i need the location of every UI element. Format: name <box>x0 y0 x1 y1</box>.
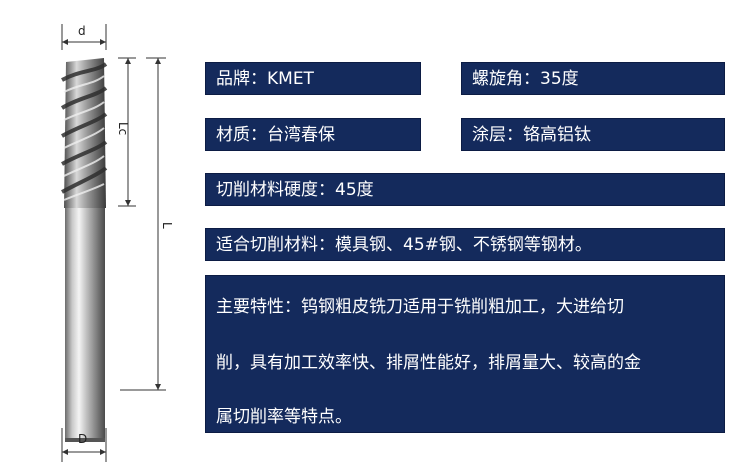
dim-d-label: d <box>78 24 86 38</box>
brand-panel: 品牌：KMET <box>205 62 421 95</box>
suitable-materials-panel: 适合切削材料：模具钢、45#钢、不锈钢等钢材。 <box>205 228 725 261</box>
end-mill-diagram: d D Lc L <box>0 0 200 470</box>
cutting-hardness-panel: 切削材料硬度：45度 <box>205 173 725 206</box>
cutting-hardness-text: 切削材料硬度：45度 <box>216 180 374 200</box>
helix-angle-text: 螺旋角：35度 <box>472 69 579 89</box>
coating-text: 涂层：铬高铝钛 <box>472 125 591 145</box>
coating-panel: 涂层：铬高铝钛 <box>461 118 725 151</box>
features-line-3: 属切削率等特点。 <box>216 407 352 427</box>
features-line-2: 削，具有加工效率快、排屑性能好，排屑量大、较高的金 <box>216 353 641 373</box>
features-line-1: 主要特性：钨钢粗皮铣刀适用于铣削粗加工，大进给切 <box>216 297 624 317</box>
brand-text: 品牌：KMET <box>216 69 314 89</box>
helix-angle-panel: 螺旋角：35度 <box>461 62 725 95</box>
dim-Lc-label: Lc <box>116 122 130 136</box>
material-text: 材质：台湾春保 <box>216 125 335 145</box>
dim-D-label: D <box>78 432 88 446</box>
features-panel: 主要特性：钨钢粗皮铣刀适用于铣削粗加工，大进给切 削，具有加工效率快、排屑性能好… <box>205 275 725 433</box>
suitable-materials-text: 适合切削材料：模具钢、45#钢、不锈钢等钢材。 <box>216 235 592 255</box>
dim-L-label: L <box>160 222 174 229</box>
material-panel: 材质：台湾春保 <box>205 118 421 151</box>
end-mill-drawing <box>60 24 166 462</box>
tool-shank <box>65 208 105 440</box>
